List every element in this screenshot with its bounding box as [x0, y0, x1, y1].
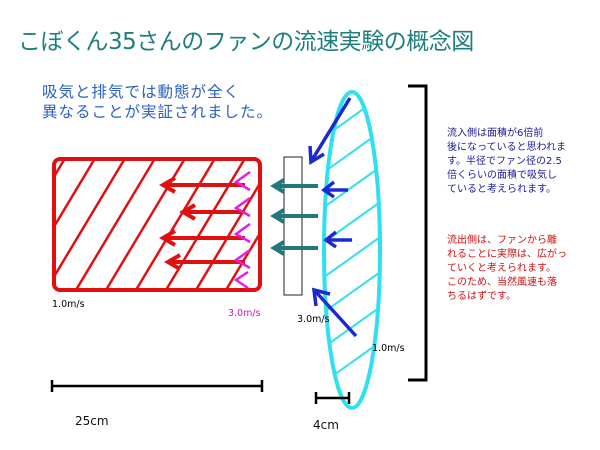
- fan-arrows: [270, 178, 318, 256]
- note-line: す。半径でファン径の2.5: [447, 156, 562, 167]
- subtitle-line: 異なることが実証されました。: [42, 103, 274, 121]
- subtitle-line: 吸気と排気では動態が全く: [42, 83, 241, 101]
- fan: [283, 156, 303, 296]
- magenta-arrows: [233, 170, 251, 290]
- fan-speed: 3.0m/s: [297, 314, 330, 325]
- exhaust-length-bar: [50, 380, 264, 392]
- exhaust-near-speed: 3.0m/s: [228, 308, 261, 319]
- note-line: ていくと考えられます。: [447, 263, 556, 274]
- exhaust-length-label: 25cm: [75, 414, 109, 428]
- page-title: こぼくん35さんのファンの流速実験の概念図: [18, 29, 474, 55]
- inflow-note: 流入側は面積が6倍前 後になっていると思われま す。半径でファン径の2.5 倍く…: [447, 127, 566, 197]
- intake-zone: [322, 90, 382, 410]
- exhaust-arrows: [159, 176, 245, 271]
- intake-arrows: [308, 97, 358, 338]
- intake-length-label: 4cm: [313, 418, 339, 432]
- note-line: 流入側は面積が6倍前: [447, 128, 544, 139]
- note-line: ていると考えられます。: [447, 184, 556, 195]
- note-line: このため、当然風速も落: [447, 277, 557, 288]
- exhaust-zone: [52, 157, 262, 292]
- note-line: ちるはずです。: [447, 291, 516, 302]
- note-line: 後になっていると思われま: [447, 142, 566, 153]
- note-line: 流出側は、ファンから離: [447, 235, 557, 246]
- intake-height-bracket: [408, 84, 428, 382]
- exhaust-far-speed: 1.0m/s: [52, 299, 85, 310]
- intake-length-bar: [314, 392, 351, 404]
- intake-speed: 1.0m/s: [372, 343, 405, 354]
- note-line: 倍くらいの面積で吸気し: [447, 170, 557, 181]
- note-line: れることに実際は、広がっ: [447, 249, 567, 260]
- outflow-note: 流出側は、ファンから離 れることに実際は、広がっ ていくと考えられます。 このた…: [447, 234, 567, 304]
